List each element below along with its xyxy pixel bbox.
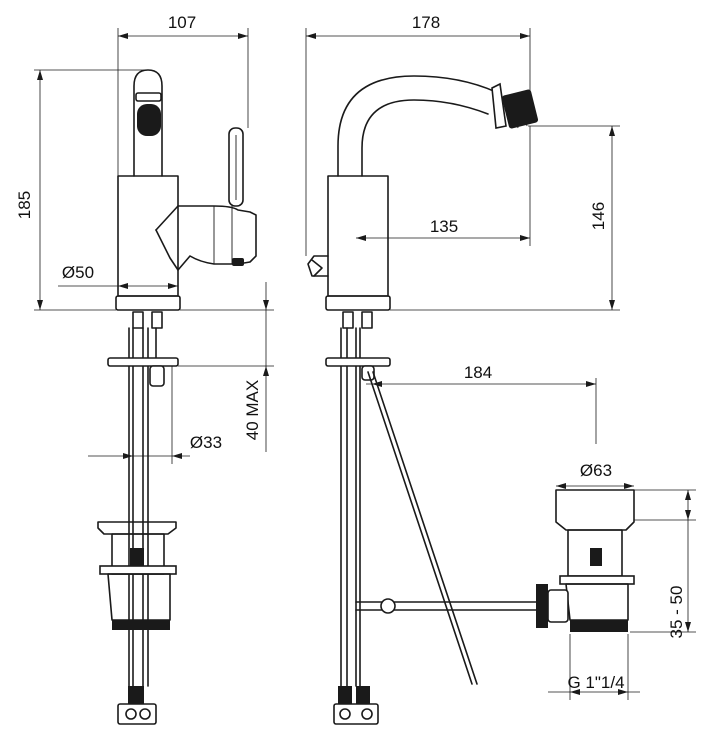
dim-waste-thread: G 1"1/4 bbox=[567, 673, 624, 692]
dim-popup-reach: 184 bbox=[464, 363, 492, 382]
dim-waste-diameter: Ø63 bbox=[580, 461, 612, 480]
dim-front-width: 107 bbox=[168, 13, 196, 32]
waste-detail bbox=[536, 489, 635, 632]
front-view bbox=[97, 69, 257, 725]
dimension-lines bbox=[34, 28, 696, 700]
dim-spout-height: 146 bbox=[589, 202, 608, 230]
dim-waste-height: 35 - 50 bbox=[667, 586, 686, 639]
dim-side-width: 178 bbox=[412, 13, 440, 32]
dim-hole-diameter: Ø33 bbox=[190, 433, 222, 452]
dim-base-diameter: Ø50 bbox=[62, 263, 94, 282]
dim-deck-thickness: 40 MAX bbox=[243, 380, 262, 440]
dim-height: 185 bbox=[15, 191, 34, 219]
dim-spout-reach: 135 bbox=[430, 217, 458, 236]
side-view bbox=[307, 75, 541, 725]
